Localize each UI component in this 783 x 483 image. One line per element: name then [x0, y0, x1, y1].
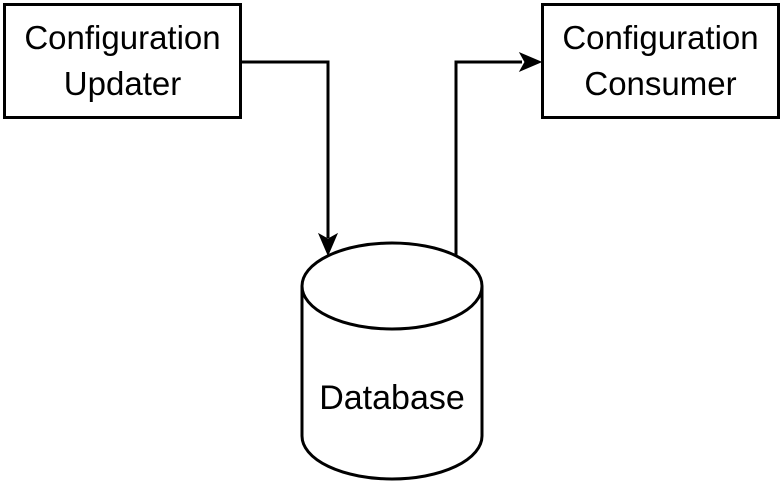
- node-label-configuration-updater: Configuration Updater: [24, 19, 221, 102]
- arrowhead-down-icon: [317, 232, 339, 257]
- database-cylinder-shape: [300, 241, 484, 481]
- node-configuration-updater: Configuration Updater: [3, 3, 242, 119]
- cylinder-body-fill: [302, 286, 482, 479]
- node-label-database: Database: [319, 379, 465, 417]
- cylinder-body-outline: [300, 286, 484, 481]
- node-configuration-consumer: Configuration Consumer: [541, 3, 780, 119]
- arrowhead-right-icon: [518, 51, 543, 73]
- node-label-configuration-consumer: Configuration Consumer: [562, 19, 759, 102]
- edge-updater-to-database: [241, 60, 330, 238]
- cylinder-top-ellipse: [300, 241, 484, 331]
- edge-database-to-consumer: [454, 60, 522, 256]
